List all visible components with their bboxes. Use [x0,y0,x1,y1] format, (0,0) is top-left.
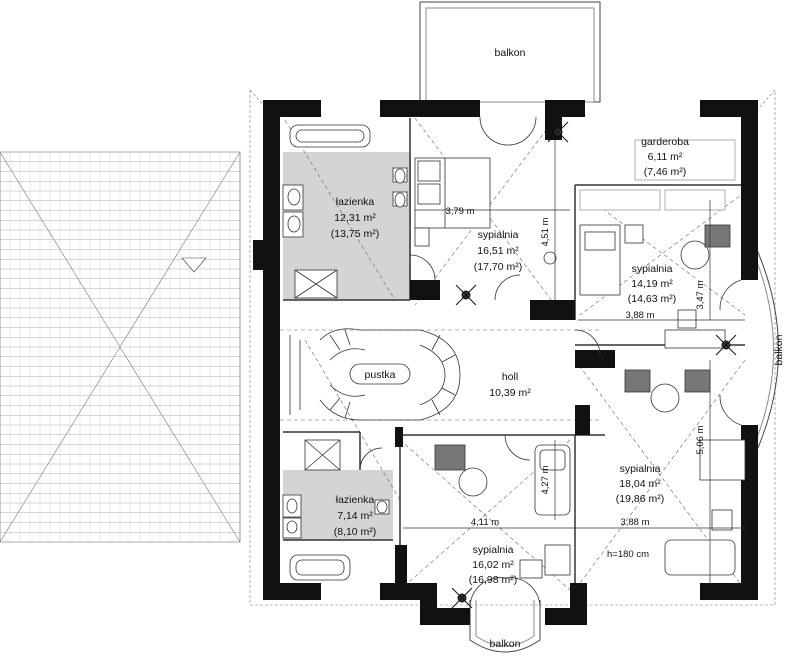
dimension-labels: 3,79 m 4,51 m 3,88 m 3,47 m 5,06 m 4,11 … [445,206,706,560]
void-label: pustka [365,369,396,381]
bedroom-bottom-area-gross: (16,98 m²) [469,574,517,586]
bathroom-bottom-fixtures [282,439,390,581]
bedroom-right-top-area: 14,19 m² [631,278,673,290]
dim-bottom-width: 4,11 m [471,517,499,528]
bedroom-bottom-area: 16,02 m² [472,559,514,571]
balcony-right-label: balkon [773,334,785,365]
balcony-top-label: balkon [495,47,526,59]
bathroom-bottom-area-gross: (8,10 m²) [334,526,377,538]
balcony-right [756,249,779,451]
bathroom-top-area: 12,31 m² [334,212,376,224]
bathroom-top-name: łazienka [336,196,375,208]
bedroom-master-name: sypialnia [478,229,519,241]
dim-right-top-depth: 3,47 m [695,280,706,309]
staircase [289,328,461,421]
roof-area [0,151,241,543]
room-labels: balkon garderoba 6,11 m² (7,46 m²) łazie… [331,47,785,650]
outer-walls [253,100,758,625]
furniture [414,139,746,579]
wardrobe-area: 6,11 m² [648,151,683,163]
bedroom-master-area-gross: (17,70 m²) [474,261,522,273]
bedroom-bottom-name: sypialnia [473,544,514,556]
dim-right-bottom-depth: 5,06 m [695,425,706,454]
balcony-bottom-label: balkon [490,638,521,650]
dim-roof-height: h=180 cm [607,549,649,560]
balcony-top [419,1,601,103]
dim-right-top-width: 3,88 m [625,310,654,321]
wardrobe-name: garderoba [641,136,689,148]
bathroom-top-area-gross: (13,75 m²) [331,228,379,240]
bedroom-right-top-name: sypialnia [632,263,673,275]
bathroom-bottom-name: łazienka [336,494,375,506]
bedroom-right-top-area-gross: (14,63 m²) [628,293,676,305]
plants [451,121,737,609]
roof-direction-arrow [181,257,207,273]
bedroom-master-area: 16,51 m² [477,245,519,257]
dimension-lines [403,140,745,585]
bedroom-right-bottom-area: 18,04 m² [619,478,661,490]
bathroom-bottom-area: 7,14 m² [337,510,373,522]
balcony-bottom [469,600,541,653]
dim-master-depth: 4,51 m [540,217,551,246]
wardrobe-area-gross: (7,46 m²) [644,166,687,178]
doors [359,116,742,609]
dim-right-bottom-width: 3,88 m [620,517,649,528]
hall-name: holl [502,371,518,383]
bedroom-right-bottom-area-gross: (19,86 m²) [616,493,664,505]
dim-master-width: 3,79 m [445,206,474,217]
roof-hatching [0,152,240,542]
dim-bottom-depth: 4,27 m [540,465,551,494]
bedroom-right-bottom-name: sypialnia [620,463,661,475]
hall-area: 10,39 m² [489,387,531,399]
bathroom-top-fixtures [282,124,408,299]
